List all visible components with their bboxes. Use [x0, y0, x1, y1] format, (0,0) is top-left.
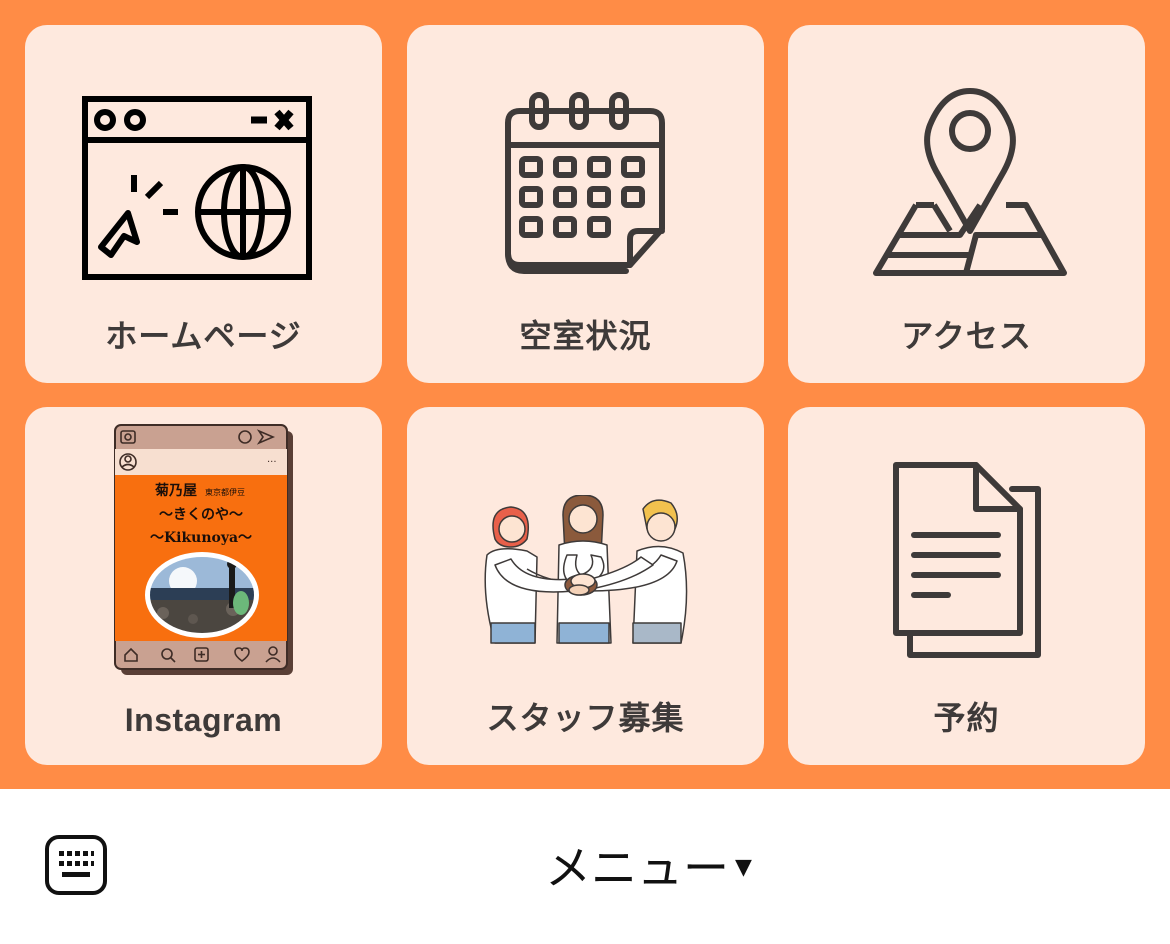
tile-label: アクセス [901, 317, 1032, 355]
instagram-post-thumbnail: ··· 菊乃屋 東京都伊豆 〜きくのや〜 〜Kikunoya〜 [114, 424, 293, 675]
tile-access[interactable]: アクセス [788, 25, 1145, 383]
post-line3: 〜Kikunoya〜 [150, 530, 252, 546]
tile-homepage[interactable]: ホームページ [25, 25, 382, 383]
keyboard-icon [45, 835, 107, 895]
team-hands-illustration [484, 495, 688, 644]
map-pin-icon [873, 88, 1067, 276]
tile-label: スタッフ募集 [486, 699, 685, 737]
post-title-sub: 東京都伊豆 [205, 487, 245, 497]
tile-label: 空室状況 [519, 317, 652, 355]
menu-toggle-label: メニュー [545, 841, 729, 895]
keyboard-toggle-button[interactable] [44, 834, 108, 896]
tile-reservation[interactable]: 予約 [788, 407, 1145, 765]
post-more-dots: ··· [267, 457, 277, 468]
post-title: 菊乃屋 [155, 482, 197, 499]
tile-staff-recruitment[interactable]: スタッフ募集 [407, 407, 764, 765]
bottom-bar: メニュー ▼ [0, 789, 1170, 944]
browser-globe-icon [82, 96, 312, 280]
caret-down-icon: ▼ [735, 854, 752, 880]
post-line2: 〜きくのや〜 [159, 507, 243, 523]
calendar-icon [505, 92, 665, 274]
documents-icon [893, 462, 1041, 658]
tile-label: 予約 [933, 699, 1000, 737]
tile-availability[interactable]: 空室状況 [407, 25, 764, 383]
menu-toggle-button[interactable]: メニュー ▼ [545, 837, 752, 895]
tile-instagram[interactable]: ··· 菊乃屋 東京都伊豆 〜きくのや〜 〜Kikunoya〜 Instagra… [25, 407, 382, 765]
tile-label: ホームページ [105, 317, 302, 355]
rich-menu: ホームページ [0, 0, 1170, 789]
tile-label: Instagram [124, 702, 283, 738]
